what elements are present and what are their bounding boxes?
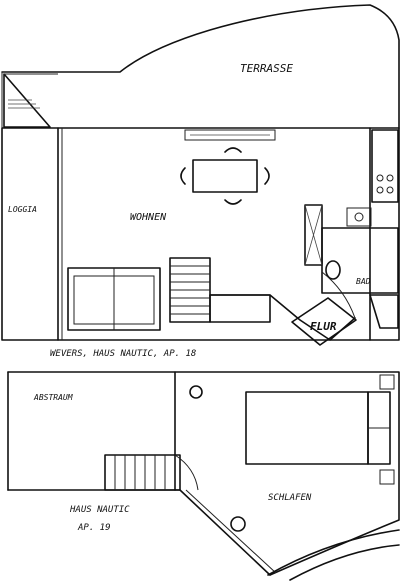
stair-steps-lower [114,455,166,490]
chair [224,147,242,153]
chair [180,167,186,185]
cabinet-hatch [304,204,323,266]
terrace-outline [1,4,400,129]
sofa-seat [73,275,155,325]
staircase-lower [104,454,181,491]
stair-steps [170,265,210,315]
kitchen-counter [371,129,399,203]
caption-upper: WEVERS, HAUS NAUTIC, AP. 18 [50,349,196,359]
chair [230,516,246,532]
label-bad: BAD [356,277,371,286]
lower-outer-wall [7,371,400,576]
caption-lower-2: AP. 19 [77,523,111,533]
window-strip [184,129,276,141]
lower-apartment [7,371,400,581]
label-terrasse: TERRASSE [240,62,293,75]
bed [245,391,369,465]
label-schlafen: SCHLAFEN [268,493,312,503]
cabinet-hatched [304,204,323,266]
label-wohnen: WOHNEN [130,212,167,223]
corner-triangle [3,73,51,128]
lower-diagonal-wall [179,489,271,576]
toilet [325,260,341,280]
balcony-arc [289,544,400,581]
corner-hatching [8,99,40,109]
chair [189,385,203,399]
chair [264,167,270,185]
upper-apartment [1,4,400,346]
lower-diagonal-wall-inner [185,489,277,574]
stove-burner [376,174,384,182]
upper-outer-wall [1,127,400,341]
stove-burner [386,174,394,182]
flur-box [291,297,357,346]
label-flur: FLUR [310,320,337,333]
nightstand [379,374,395,390]
caption-lower-1: HAUS NAUTIC [69,505,130,515]
shower-tray [369,294,399,329]
label-abstellraum: ABSTRAUM [33,393,74,402]
nightstand [379,469,395,485]
dining-table [192,159,258,193]
sink [346,207,372,227]
stove-burner [376,186,384,194]
sink-drain [354,212,364,222]
door-swing [321,271,356,319]
chair [224,199,242,205]
door-swing-lower [174,454,199,491]
balcony-arc [267,529,400,576]
label-loggia: LOGGIA [8,205,37,214]
landing [209,294,271,323]
stove-burner [386,186,394,194]
